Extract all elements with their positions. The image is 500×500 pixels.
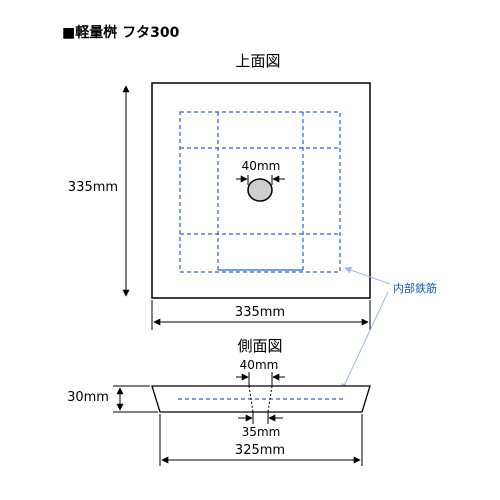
side-hole-bottom-label: 35mm (242, 425, 281, 439)
side-hole-right (267, 385, 273, 413)
hole-dim-label: 40mm (242, 159, 281, 173)
side-hole-top-label: 40mm (240, 358, 279, 372)
height-dim-label: 335mm (68, 180, 118, 195)
rebar-note-leader-top (344, 266, 391, 285)
rebar-outer (179, 111, 341, 273)
width-dim-label: 335mm (235, 305, 285, 320)
top-view-heading: 上面図 (235, 52, 280, 70)
center-hole (247, 178, 273, 202)
thickness-dim-label: 30mm (67, 390, 109, 405)
rebar-note: 内部鉄筋 (393, 281, 437, 295)
rebar-grid (179, 111, 341, 273)
side-view-heading: 側面図 (237, 337, 282, 355)
bottom-dim-label: 325mm (235, 443, 285, 458)
side-slab (151, 385, 371, 413)
rebar-note-leader-side (341, 291, 389, 391)
side-hole-left (248, 385, 254, 413)
diagram-title: ■軽量桝 フタ300 (62, 24, 180, 41)
